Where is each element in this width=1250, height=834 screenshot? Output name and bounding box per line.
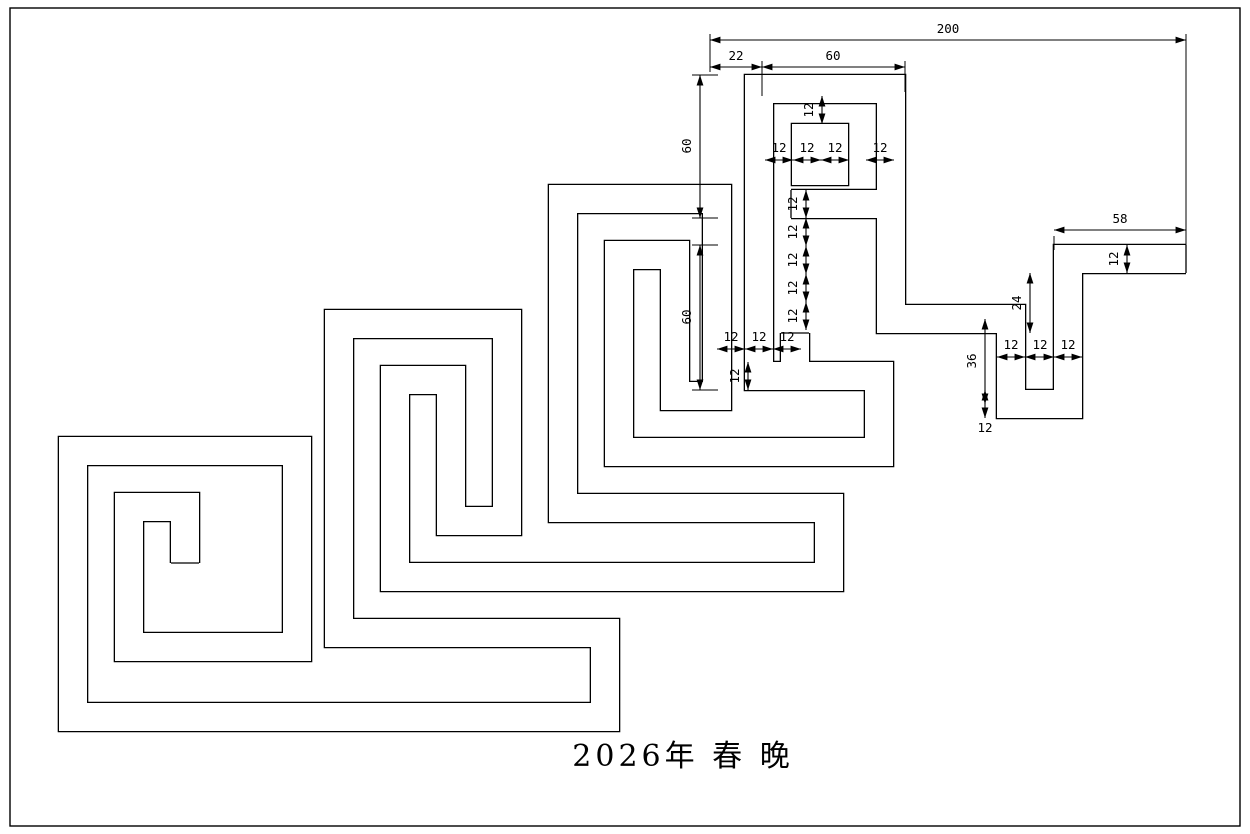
dimension-label: 36 xyxy=(964,353,979,368)
dimension-label: 12 xyxy=(1003,337,1018,352)
dimension-label: 24 xyxy=(1009,295,1024,310)
dimension-label: 58 xyxy=(1112,211,1127,226)
dimension-label: 12 xyxy=(1106,251,1121,266)
meander-pattern xyxy=(57,73,1187,733)
dimension-extension-lines xyxy=(692,34,1187,391)
dimension-label: 12 xyxy=(779,329,794,344)
dimension-label: 12 xyxy=(785,280,800,295)
sheet-border xyxy=(9,7,1241,827)
dimension-label: 200 xyxy=(937,21,960,36)
drawing-title: 2026年 春 晚 xyxy=(572,739,793,774)
meander-band-fill xyxy=(59,75,1186,731)
dimension-label: 22 xyxy=(728,48,743,63)
dimension-label: 12 xyxy=(723,329,738,344)
dimension-label: 12 xyxy=(1032,337,1047,352)
dimension-label: 12 xyxy=(785,196,800,211)
dimension-label: 12 xyxy=(785,308,800,323)
dimension-label: 60 xyxy=(679,309,694,324)
dimension-label: 12 xyxy=(751,329,766,344)
dimension-label: 60 xyxy=(825,48,840,63)
dimension-label: 12 xyxy=(872,140,887,155)
dimension-label: 12 xyxy=(799,140,814,155)
dimension-label: 60 xyxy=(679,138,694,153)
dimension-label: 12 xyxy=(977,420,992,435)
dimension-label: 12 xyxy=(801,102,816,117)
dimension-label: 12 xyxy=(771,140,786,155)
dimension-label: 12 xyxy=(1060,337,1075,352)
dimension-label: 12 xyxy=(727,368,742,383)
dimension-label: 12 xyxy=(827,140,842,155)
dimension-label: 12 xyxy=(785,224,800,239)
dimension-annotations: 200 22 60 60 60 12 12 12 12 12 12 12 12 12 12 12 12 12 12 5… xyxy=(679,21,1186,435)
dimension-label: 12 xyxy=(785,252,800,267)
